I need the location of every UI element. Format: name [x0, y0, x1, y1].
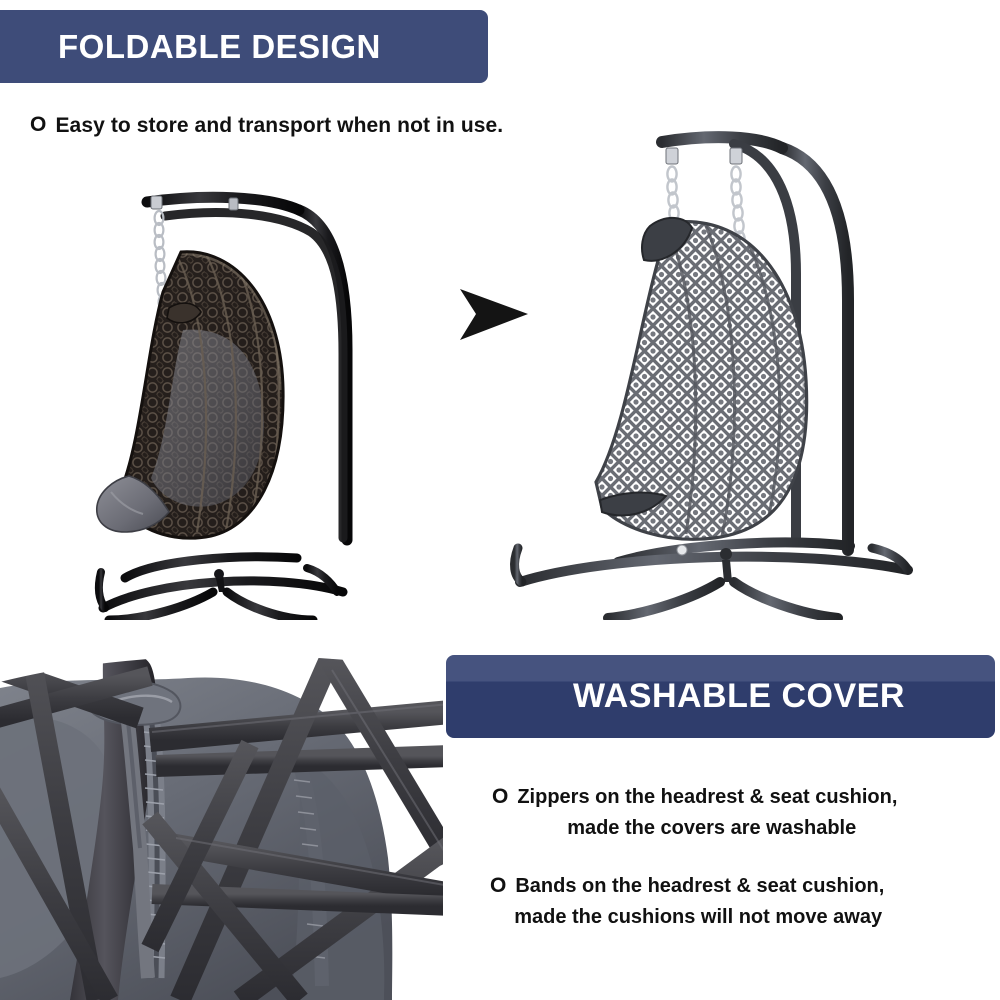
bullet-marker-icon: O: [490, 874, 507, 897]
bullet-foldable-storage-text: Easy to store and transport when not in …: [55, 114, 504, 137]
banner-foldable-design: FOLDABLE DESIGN: [0, 10, 488, 83]
banner-washable-cover-title: WASHABLE COVER: [573, 677, 905, 715]
bullet-bands-line1: Bands on the headrest & seat cushion,: [515, 875, 885, 897]
right-arrow-icon: [458, 285, 530, 343]
bullet-foldable-storage: O Easy to store and transport when not i…: [30, 114, 503, 138]
product-image-chair-folded: [500, 130, 970, 620]
bullet-bands-line2: made the cushions will not move away: [514, 906, 883, 928]
chair-folded-illustration: [510, 131, 913, 620]
banner-washable-cover: WASHABLE COVER: [446, 655, 995, 738]
bullet-marker-icon: O: [30, 113, 47, 136]
cushion-closeup-illustration: [0, 648, 443, 1000]
product-image-chair-assembled: [85, 140, 370, 620]
seat-cushion: [96, 475, 170, 533]
bullet-zippers-line2: made the covers are washable: [567, 817, 857, 839]
photo-cushion-zipper-bands: [0, 648, 443, 1000]
banner-foldable-design-title: FOLDABLE DESIGN: [58, 27, 381, 65]
bullet-zippers: O Zippers on the headrest & seat cushion…: [492, 786, 897, 840]
bullet-bands: O Bands on the headrest & seat cushion, …: [490, 875, 884, 929]
bullet-marker-icon: O: [492, 785, 509, 808]
chair-assembled-illustration: [94, 191, 353, 620]
elastic-bands: [0, 648, 443, 1000]
bullet-zippers-line1: Zippers on the headrest & seat cushion,: [517, 786, 898, 808]
